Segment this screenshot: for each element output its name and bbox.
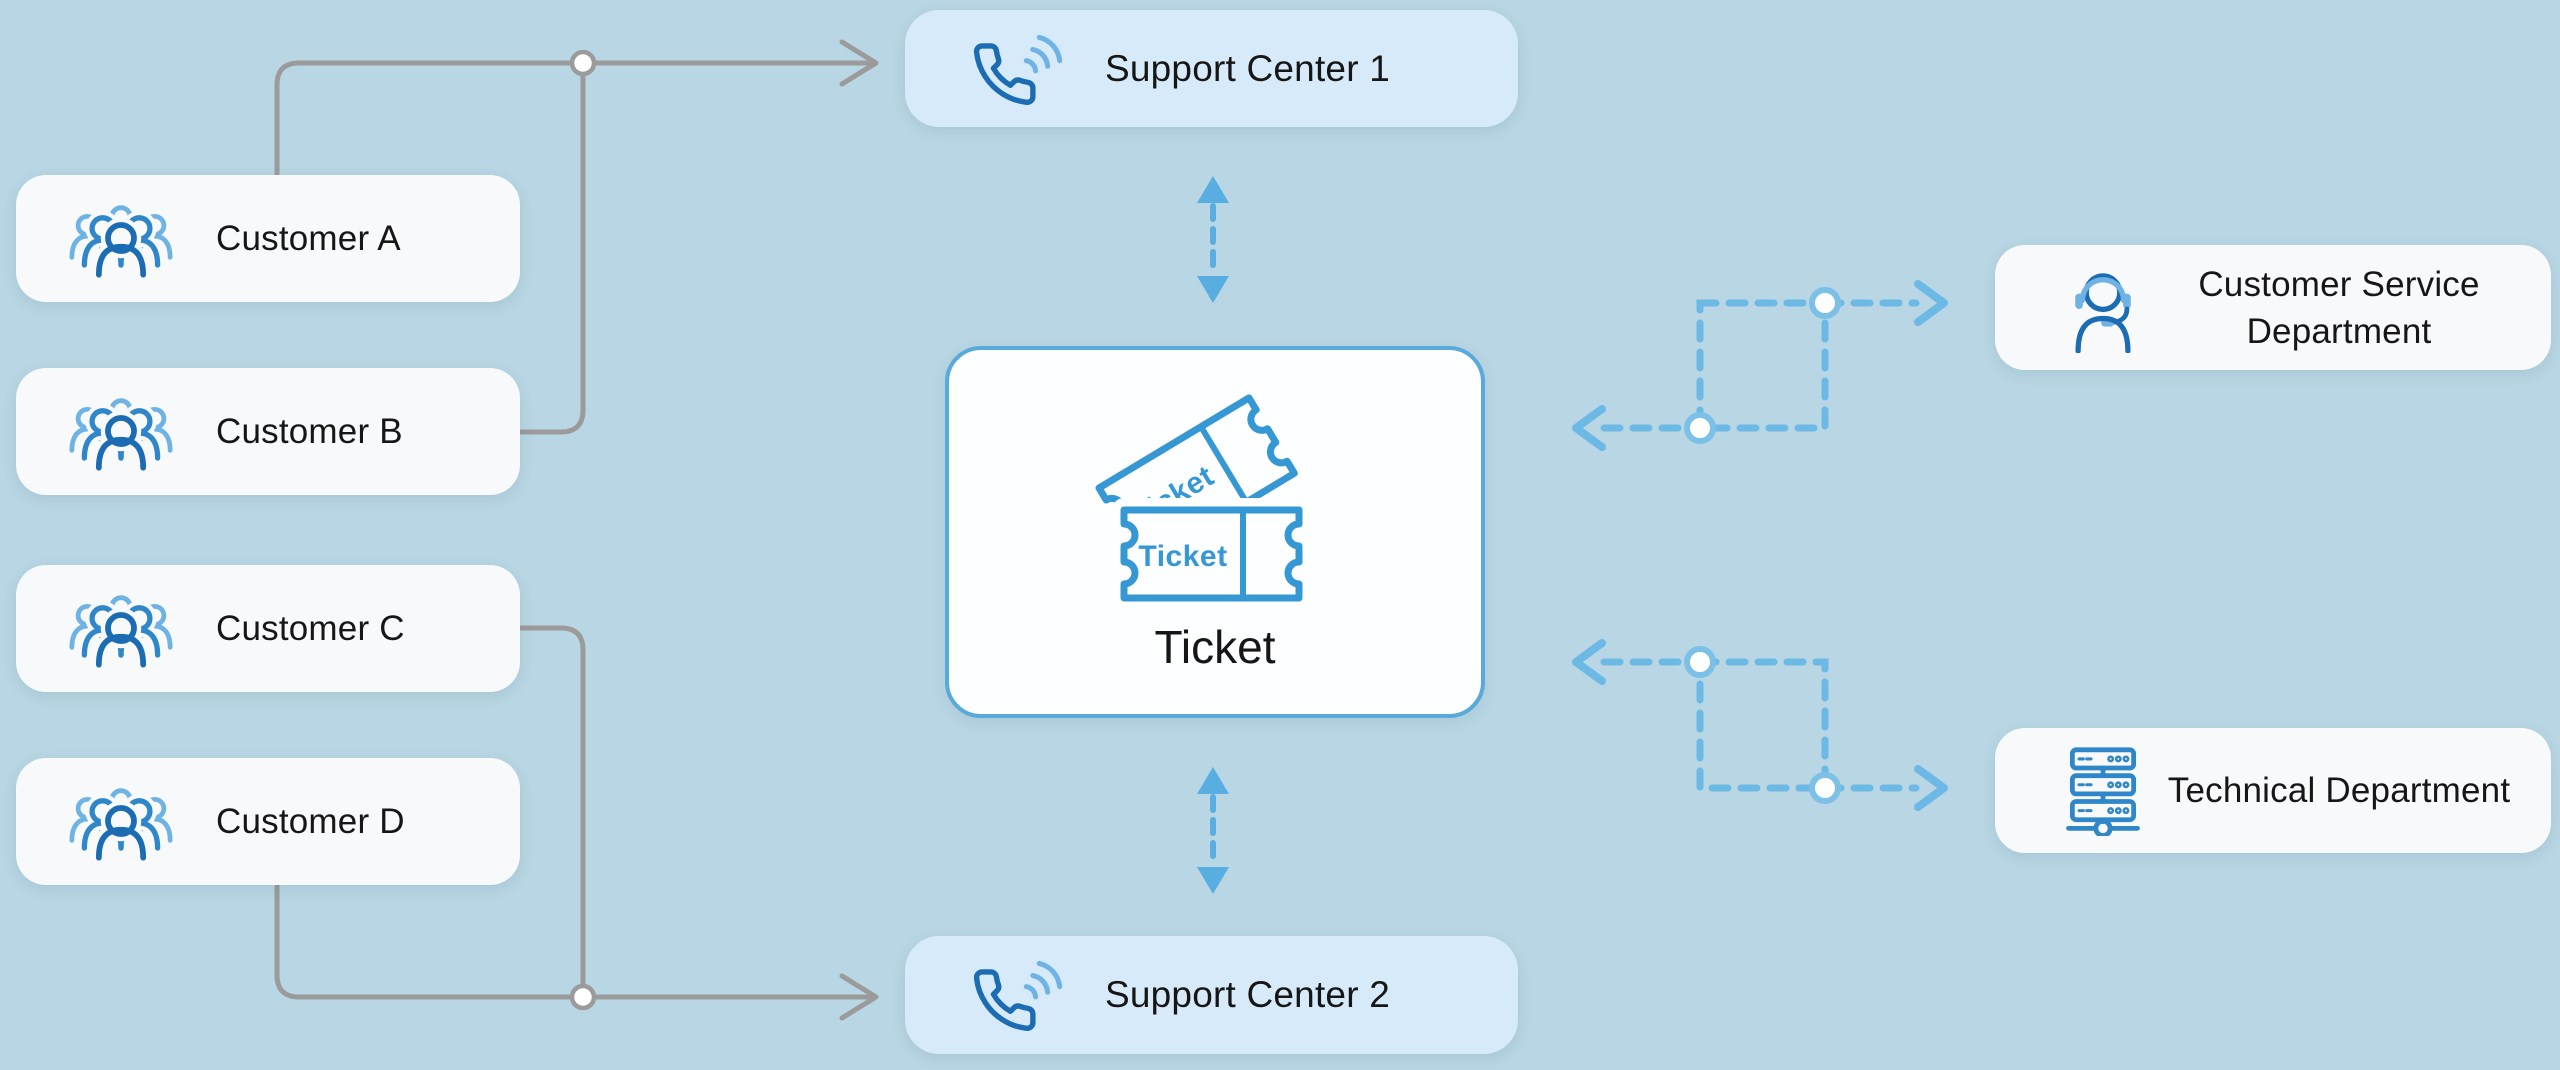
node-support-center-2: Support Center 2 [905, 936, 1518, 1054]
node-label: Customer C [216, 608, 405, 648]
server-icon [2053, 746, 2153, 836]
connector-customers-ab-to-support-center-1 [274, 39, 879, 435]
node-customer-c: Customer C [16, 565, 520, 692]
node-customer-a: Customer A [16, 175, 520, 302]
ticket-caption: Ticket [1154, 621, 1276, 673]
node-label: Customer A [216, 218, 401, 258]
node-label: Customer B [216, 411, 403, 451]
ticket-icon: Ticket Ticket [1095, 394, 1311, 610]
ticket-icon-front: Ticket [1112, 498, 1311, 610]
node-label: Support Center 1 [1105, 47, 1390, 89]
connector-ticket-technical [1572, 639, 1948, 811]
phone-icon [965, 951, 1069, 1039]
phone-icon [965, 25, 1069, 113]
node-label-wrap: Technical Department [2153, 767, 2551, 814]
node-customer-b: Customer B [16, 368, 520, 495]
node-ticket: Ticket Ticket Ticket [945, 346, 1485, 718]
group-icon [68, 390, 174, 474]
node-label: Customer D [216, 801, 405, 841]
node-technical-department: Technical Department [1995, 728, 2551, 853]
headset-icon [2053, 263, 2153, 353]
connector-customers-cd-to-support-center-2 [274, 625, 879, 1021]
arrow-ticket-support-center-1 [1197, 176, 1229, 303]
node-label: Technical Department [2167, 771, 2511, 810]
node-support-center-1: Support Center 1 [905, 10, 1518, 127]
arrow-ticket-support-center-2 [1197, 767, 1229, 894]
ticket-icon-text: Ticket [1138, 540, 1227, 573]
group-icon [68, 197, 174, 281]
connector-ticket-customer-service [1572, 280, 1948, 451]
node-label: Customer Service Department [2198, 264, 2480, 351]
node-customer-service-department: Customer Service Department [1995, 245, 2551, 370]
node-customer-d: Customer D [16, 758, 520, 885]
group-icon [68, 587, 174, 671]
node-label: Support Center 2 [1105, 974, 1390, 1015]
group-icon [68, 780, 174, 864]
node-label-wrap: Customer Service Department [2153, 261, 2551, 355]
